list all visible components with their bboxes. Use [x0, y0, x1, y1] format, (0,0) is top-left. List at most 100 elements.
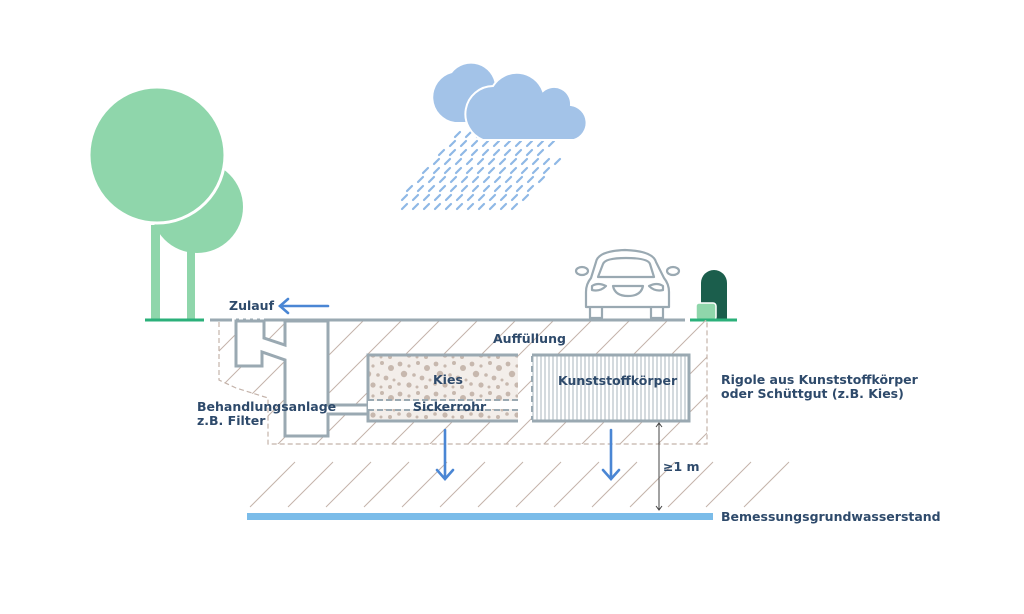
rain-drop — [405, 184, 414, 193]
rain-drop — [477, 202, 486, 211]
rain-drop — [416, 175, 425, 184]
car-icon — [574, 248, 681, 320]
treatment-label-1: Behandlungsanlage — [197, 399, 336, 414]
hatch-line — [629, 461, 676, 508]
rain-drop — [460, 184, 469, 193]
tree-icon — [87, 85, 243, 322]
rain-drop — [553, 157, 562, 166]
rain-drop — [460, 175, 469, 184]
rain-drop — [481, 139, 490, 148]
rain-drop — [471, 184, 480, 193]
rain-drop — [498, 157, 507, 166]
rain-drop — [488, 193, 497, 202]
rain-drop — [444, 193, 453, 202]
rain-drop — [510, 193, 519, 202]
rain-drop — [455, 193, 464, 202]
treatment-label-2: z.B. Filter — [197, 413, 266, 428]
rain-drop — [482, 175, 491, 184]
hatch-line — [591, 461, 638, 508]
rain-drop — [443, 157, 452, 166]
rain-drop — [427, 175, 436, 184]
rain-drop — [499, 193, 508, 202]
plastic-body-label: Kunststoffkörper — [558, 373, 678, 388]
rain-drop — [422, 193, 431, 202]
infiltration-arrow — [601, 428, 621, 481]
rain-drop — [454, 166, 463, 175]
rain-drop — [509, 166, 518, 175]
rain-drop — [504, 175, 513, 184]
rain-drop — [443, 166, 452, 175]
rain-drop — [536, 139, 545, 148]
rain-drop — [476, 157, 485, 166]
rain-drop — [470, 139, 479, 148]
rain-drop — [525, 148, 534, 157]
rain-drop — [526, 175, 535, 184]
rain-drop — [444, 202, 453, 211]
rain-drop — [515, 184, 524, 193]
groundwater-label: Bemessungsgrundwasserstand — [721, 509, 941, 524]
bin-icon — [690, 270, 737, 322]
rain-drop — [487, 157, 496, 166]
rain-drop — [448, 139, 457, 148]
rain-drop — [476, 166, 485, 175]
rain-drop — [526, 184, 535, 193]
infiltration-arrow — [435, 428, 455, 481]
rain-drop — [438, 184, 447, 193]
rain-drop — [464, 130, 473, 139]
rain-drop — [459, 148, 468, 157]
rain-drop — [531, 157, 540, 166]
hatch-line — [401, 461, 448, 508]
rain-drop — [470, 148, 479, 157]
rain-drop — [521, 193, 530, 202]
trench-label-2: oder Schüttgut (z.B. Kies) — [721, 386, 904, 401]
rain-drop — [448, 148, 457, 157]
rain-drop — [503, 139, 512, 148]
hatch-line — [287, 461, 334, 508]
rain-drop — [455, 202, 464, 211]
rain-drop — [542, 166, 551, 175]
rain-drop — [477, 193, 486, 202]
backfill-label: Auffüllung — [493, 331, 566, 346]
drain-pipe-label: Sickerrohr — [413, 399, 487, 414]
trench-label-1: Rigole aus Kunststoffkörper — [721, 372, 919, 387]
cloud-icon — [433, 63, 588, 141]
rain-drop — [459, 139, 468, 148]
rain-drop — [487, 166, 496, 175]
rain-drop — [465, 157, 474, 166]
rain-drop — [498, 166, 507, 175]
rain-drop — [416, 184, 425, 193]
rain-drop — [493, 184, 502, 193]
subsoil-hatch — [249, 461, 790, 508]
rain-drop — [531, 166, 540, 175]
hatch-line — [705, 461, 752, 508]
inlet-label: Zulauf — [229, 298, 275, 313]
rain-drop — [422, 202, 431, 211]
hatch-line — [515, 461, 562, 508]
rain-drop — [515, 175, 524, 184]
rain-drop — [510, 202, 519, 211]
hatch-line — [363, 461, 410, 508]
rain-drop — [514, 139, 523, 148]
rain-drop — [509, 157, 518, 166]
distance-label: ≥1 m — [663, 459, 700, 474]
hatch-line — [477, 461, 524, 508]
hatch-line — [439, 461, 486, 508]
rain-drop — [536, 148, 545, 157]
rain-drop — [503, 148, 512, 157]
rain-drop — [449, 175, 458, 184]
rain-drop — [438, 175, 447, 184]
hatch-line — [553, 461, 600, 508]
rain-drop — [433, 193, 442, 202]
rain-drop — [411, 193, 420, 202]
rain-drop — [427, 184, 436, 193]
hatch-line — [667, 461, 714, 508]
rain-drop — [454, 157, 463, 166]
hatch-line — [249, 461, 296, 508]
rain-drop — [492, 139, 501, 148]
rain-drop — [547, 139, 556, 148]
distance-marker — [655, 422, 663, 511]
rain-drop — [488, 202, 497, 211]
rain-drop — [466, 202, 475, 211]
rain-drop — [514, 148, 523, 157]
